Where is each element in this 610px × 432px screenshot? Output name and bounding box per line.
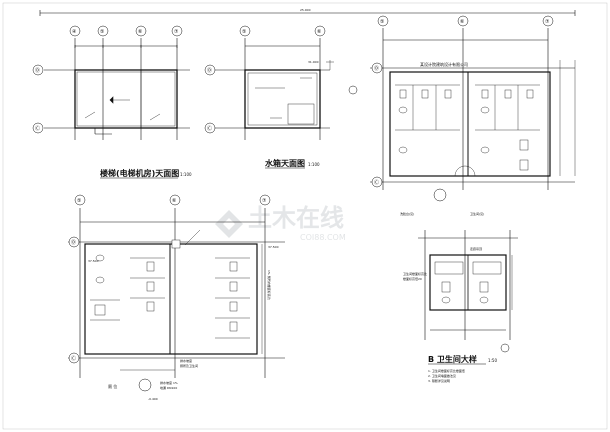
- wc-fixtures-left: [94, 239, 238, 332]
- wcr-grid-top-6: ⑥: [460, 19, 465, 25]
- wcl-bottom-line-1: 排水坡度 1%: [160, 380, 178, 385]
- wc-detail-fixtures: [441, 281, 489, 304]
- wcl-bottom-line-2: 地漏 DN100: [160, 385, 177, 390]
- wcd-title: B 卫生间大样: [428, 354, 477, 364]
- watermark-logo-icon: [215, 210, 243, 238]
- grid-top-7: ⑦: [174, 29, 179, 35]
- wcl-grid-left-c: Ⓒ: [71, 355, 76, 362]
- wc-fixtures-right: [398, 89, 534, 171]
- wcl-legend-1: 排水坡度: [180, 358, 192, 363]
- wcl-grid-left-d: Ⓓ: [71, 239, 76, 246]
- wcr-grid-left-c: Ⓒ: [374, 179, 379, 186]
- wcl-grid-top-7: ⑦: [262, 198, 267, 204]
- wcl-bottom-label: 厕 位: [108, 383, 117, 389]
- view-wc-plan-left: ⑤ ⑥ ⑦ Ⓓ Ⓒ 37.500 37.500 1% 厕所内楼面标高为 排水坡度…: [68, 194, 285, 401]
- tank-grid-left-c: Ⓒ: [207, 125, 212, 132]
- stair-roof-scale: 1:100: [180, 172, 192, 177]
- wcd-label-top: 卫生间(见): [470, 211, 484, 216]
- view-wc-plan-right: ⑤ ⑥ ⑦ Ⓓ Ⓒ 某设计院建筑设计有限公司: [370, 15, 576, 202]
- wcr-grid-left-d: Ⓓ: [374, 65, 379, 72]
- tank-grid-top-6: ⑥: [317, 29, 322, 35]
- wcl-grid-top-6: ⑥: [172, 198, 177, 204]
- grid-top-4: ④: [72, 29, 77, 35]
- wcd-note-3: 楼面标高低20: [403, 276, 422, 281]
- tank-roof-scale: 1:100: [308, 162, 320, 167]
- grid-left-c: Ⓒ: [35, 125, 40, 132]
- wcr-grid-top-7: ⑦: [545, 19, 550, 25]
- wcd-bottom-2: 2. 卫生间墙面做法见: [428, 373, 456, 378]
- grid-top-5: ⑤: [100, 29, 104, 35]
- watermark-brand: 土木在线: [248, 204, 344, 232]
- wcd-label-left: 洗脸台(见): [400, 211, 414, 216]
- view-wc-detail: 洗脸台(见) 卫生间(见) 走廊吊顶 卫生间楼面标高比 楼面标高低20 B 卫生…: [400, 211, 518, 383]
- wcr-grid-top-5: ⑤: [380, 19, 384, 25]
- watermark-url: COI88.COM: [300, 233, 346, 242]
- grid-top-6: ⑥: [138, 29, 143, 35]
- view-stair-roof: ④ ⑤ ⑥ ⑦ Ⓓ Ⓒ 楼梯(电梯机房)天面图 1:100: [32, 25, 192, 179]
- wcd-bottom-3: 3. 隔断详见说明: [428, 378, 450, 383]
- wcd-note-2: 卫生间楼面标高比: [403, 271, 427, 276]
- wcl-note-vertical: 1% 厕所内楼面标高为: [267, 270, 272, 300]
- wcl-elevation: -0.400: [148, 397, 158, 401]
- tank-roof-dim: 31.000: [308, 60, 319, 64]
- stair-roof-title: 楼梯(电梯机房)天面图: [100, 168, 179, 178]
- wcl-dim-right: 37.500: [268, 245, 279, 249]
- view-tank-roof: ⑤ ⑥ Ⓓ Ⓒ 31.000 水箱天面图 1:100: [204, 25, 358, 169]
- tank-roof-title: 水箱天面图: [264, 158, 305, 168]
- watermark: 土木在线 COI88.COM: [215, 204, 346, 242]
- tank-grid-top-5: ⑤: [242, 29, 246, 35]
- wcd-scale: 1:50: [488, 358, 497, 363]
- grid-left-d: Ⓓ: [35, 67, 40, 74]
- wcr-title: 某设计院建筑设计有限公司: [420, 61, 468, 67]
- wcl-grid-top-5: ⑤: [77, 198, 81, 204]
- top-dimension: 25.000: [300, 8, 311, 12]
- wcd-note-1: 走廊吊顶: [470, 246, 482, 251]
- wcl-legend-2: 厕所及卫生间: [180, 363, 198, 368]
- wcd-bottom-1: 1. 卫生间楼面标高比楼面低: [428, 368, 465, 373]
- wcl-dim-left: 37.500: [88, 259, 99, 263]
- tank-grid-left-d: Ⓓ: [207, 67, 212, 74]
